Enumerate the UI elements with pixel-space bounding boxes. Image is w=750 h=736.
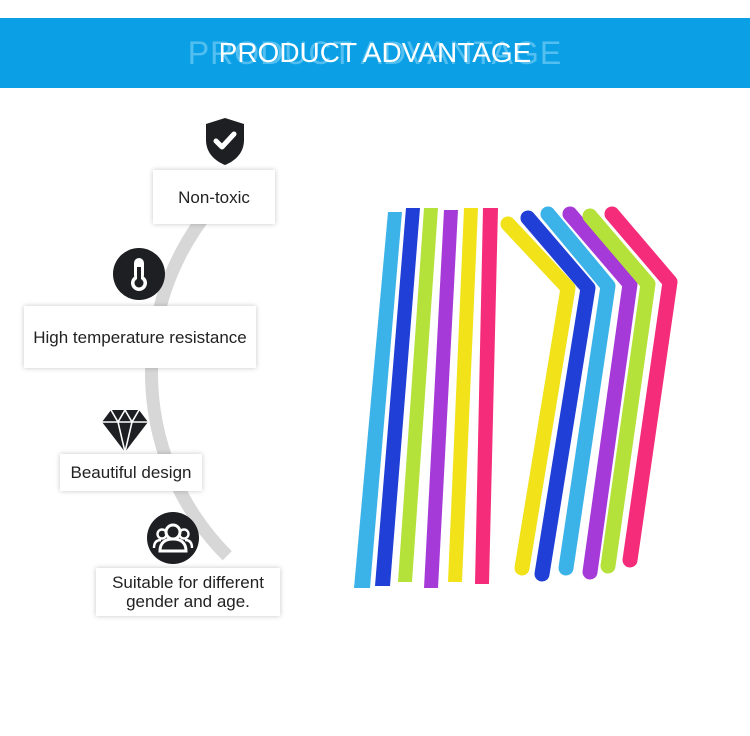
product-image bbox=[340, 190, 690, 605]
banner-title-shadow: PRODUCT ADVANTAGE bbox=[187, 35, 563, 71]
straight-straws bbox=[354, 208, 498, 588]
diamond-icon bbox=[101, 408, 149, 458]
feature-high-temperature: High temperature resistance bbox=[24, 306, 256, 368]
feature-label: Suitable for different gender and age. bbox=[112, 573, 264, 611]
thermometer-icon bbox=[112, 247, 166, 306]
feature-label: Beautiful design bbox=[70, 463, 192, 482]
feature-beautiful-design: Beautiful design bbox=[60, 454, 202, 491]
feature-label: Non-toxic bbox=[178, 187, 250, 207]
feature-non-toxic: Non-toxic bbox=[153, 170, 275, 224]
feature-suitable-all: Suitable for different gender and age. bbox=[96, 568, 280, 616]
bent-straws bbox=[500, 206, 678, 582]
banner-title: PRODUCT ADVANTAGE bbox=[218, 37, 532, 68]
users-icon bbox=[146, 511, 200, 570]
header-banner: PRODUCT ADVANTAGE PRODUCT ADVANTAGE bbox=[0, 18, 750, 88]
feature-label: High temperature resistance bbox=[33, 327, 247, 347]
shield-check-icon bbox=[203, 116, 247, 171]
